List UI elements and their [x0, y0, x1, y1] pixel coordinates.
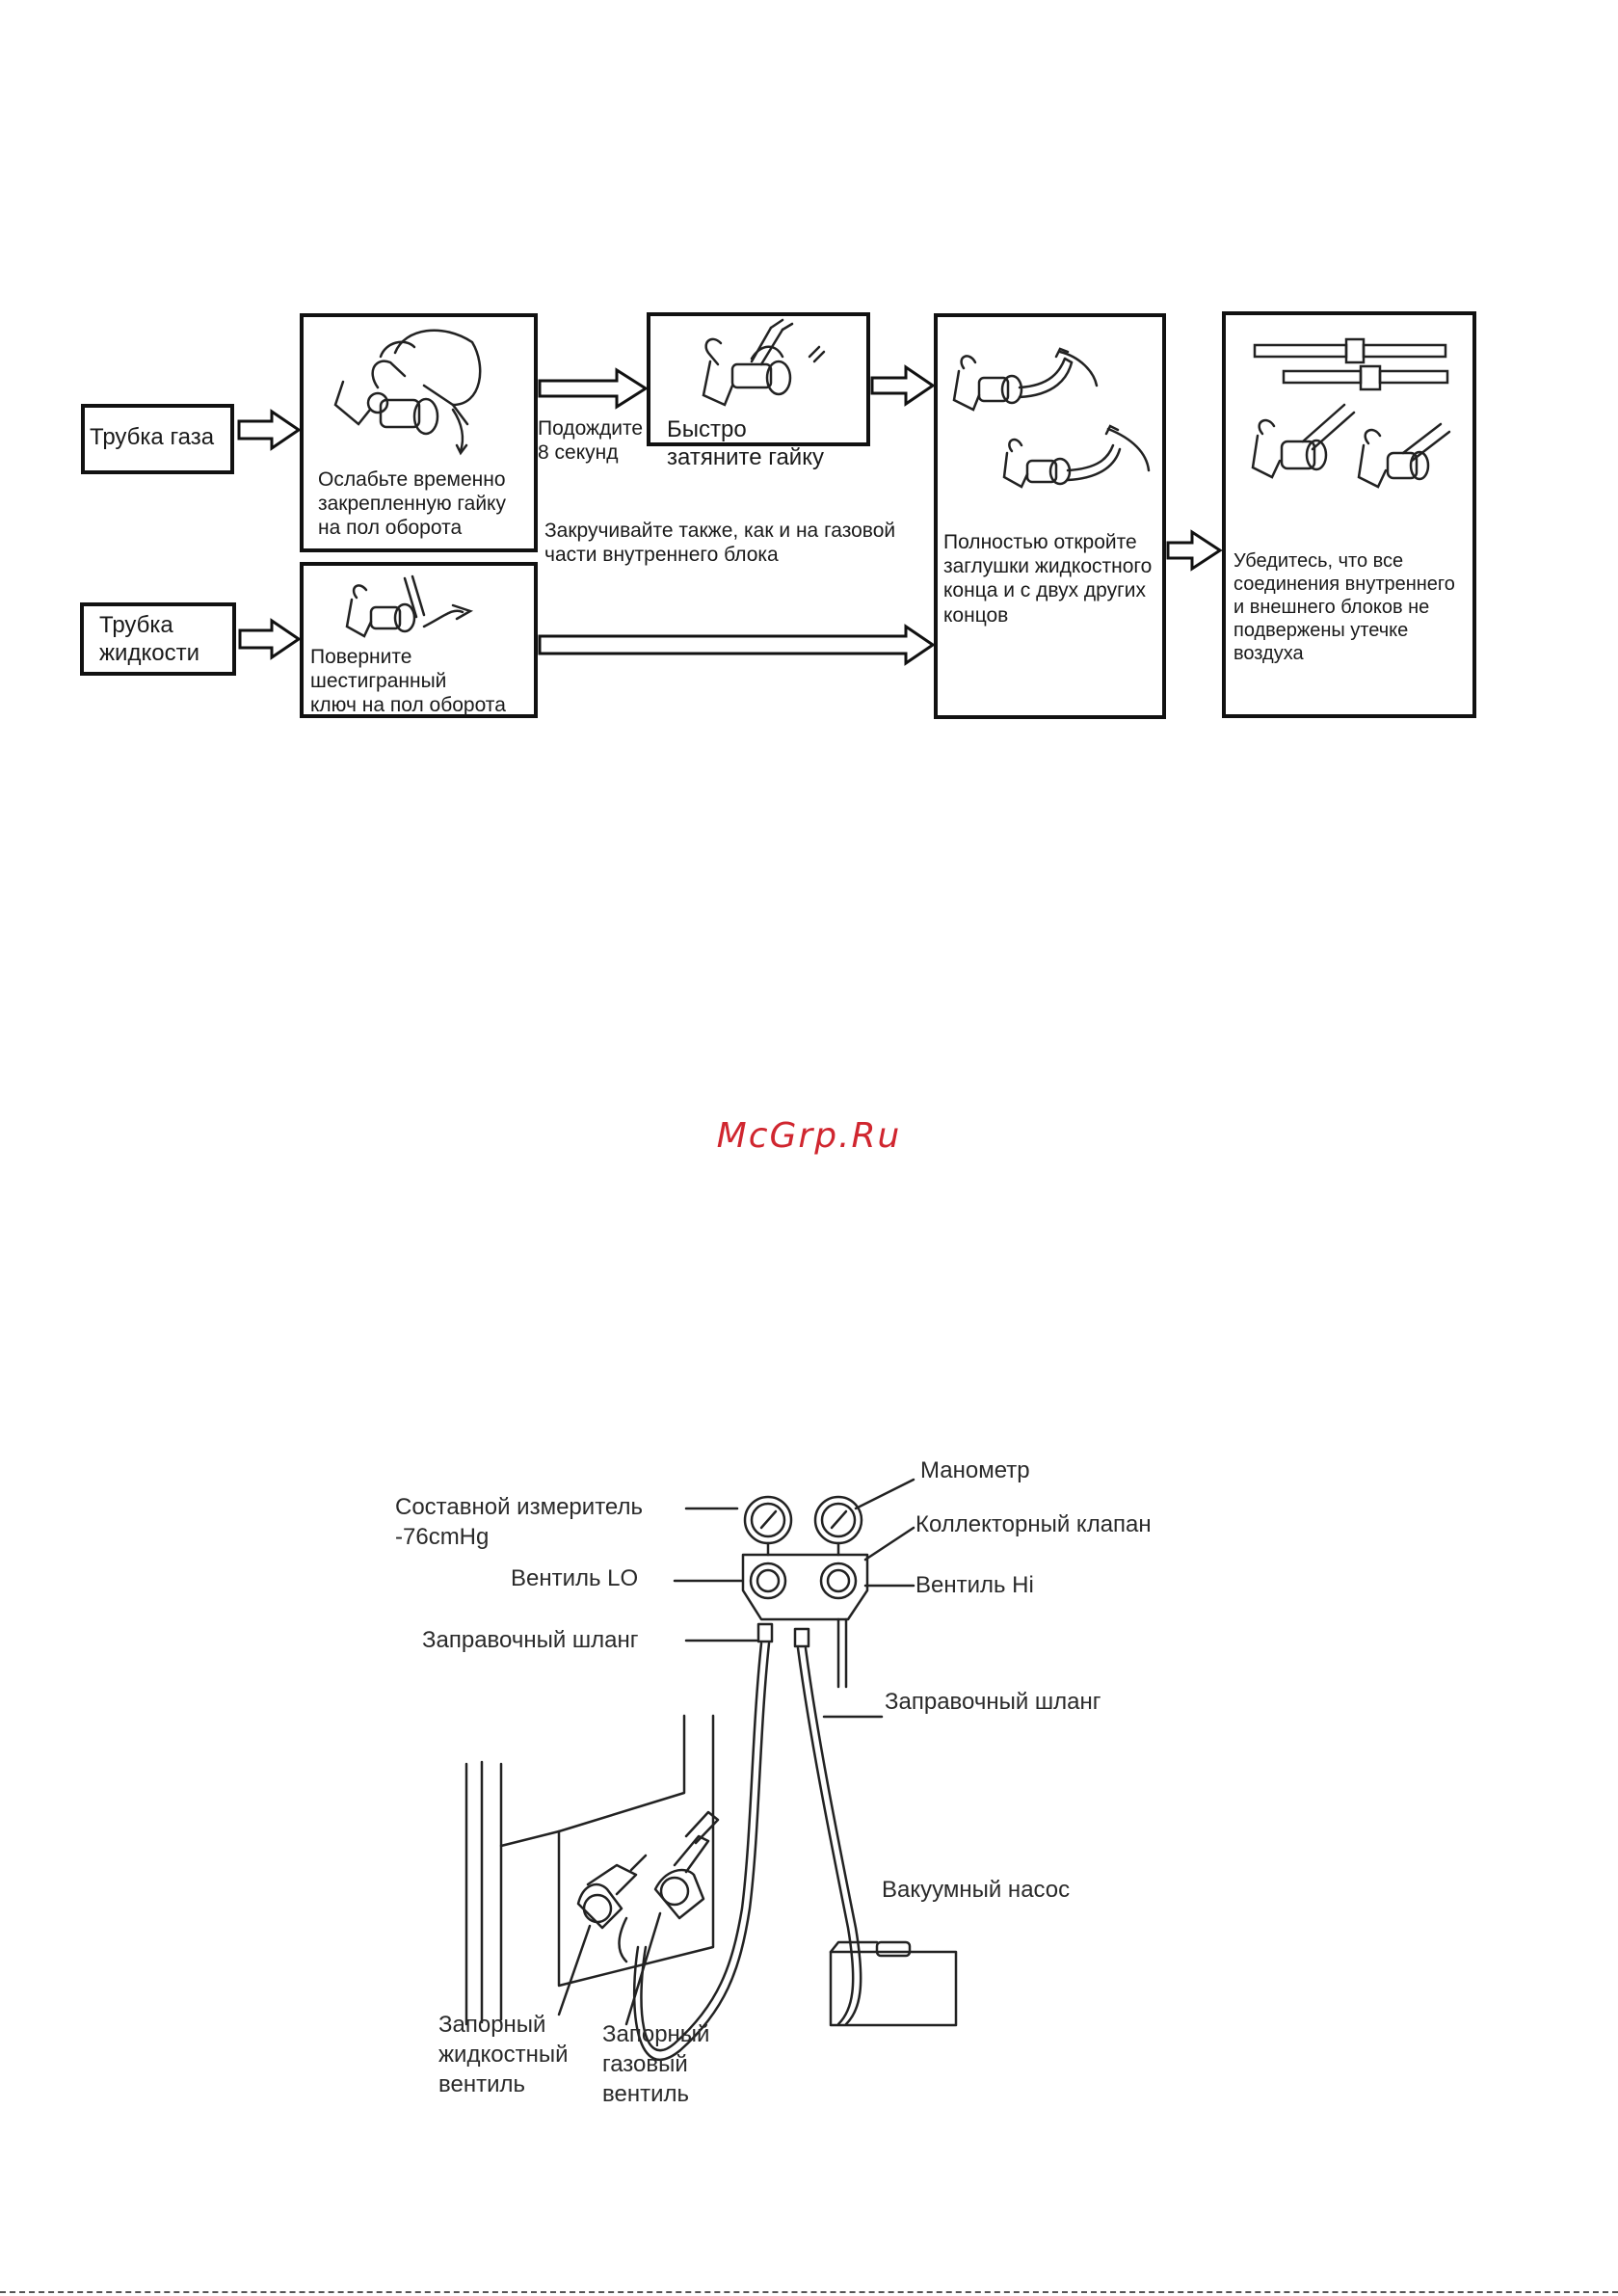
- open-caps-text: Полностью откройте заглушки жидкостного …: [943, 531, 1153, 627]
- check-leak-box: [1222, 311, 1476, 718]
- compound-gauge-label: Составной измеритель -76cmHg: [395, 1494, 643, 1551]
- hand-loosen-illustration: [333, 329, 482, 456]
- tighten-nut-text: Быстро затяните гайку: [667, 416, 824, 470]
- pressure-gauge: [813, 1495, 863, 1545]
- arrow-tighten-to-open: [870, 364, 936, 407]
- liquid-pipe-box: [80, 602, 236, 676]
- manometer-label: Манометр: [920, 1457, 1030, 1483]
- hexkey-turn-illustration: [345, 574, 474, 638]
- hose-right-label: Заправочный шланг: [885, 1689, 1101, 1715]
- gas-pipe-box: [81, 404, 234, 474]
- arrow-gas-to-loosen: [237, 409, 302, 451]
- hose-left: [640, 1642, 763, 2052]
- tighten-nut-box: [647, 312, 870, 446]
- turn-key-text: Поверните шестигранный ключ на пол оборо…: [310, 646, 506, 717]
- flow-diagram: [80, 311, 1476, 719]
- valve-hi-label: Вентиль Hi: [915, 1572, 1034, 1598]
- check-connections-illustration: [1251, 337, 1451, 489]
- arrow-open-to-check: [1166, 529, 1223, 572]
- arrow-liquid-to-turn: [238, 618, 302, 660]
- loosen-nut-box: [300, 313, 538, 552]
- liquid-pipe-label: Трубка жидкости: [99, 612, 199, 666]
- loosen-nut-text: Ослабьте временно закрепленную гайку на …: [318, 468, 506, 540]
- wait-text: Подождите 8 секунд: [538, 417, 644, 465]
- hose-left-label: Заправочный шланг: [422, 1627, 639, 1653]
- open-caps-box: [934, 313, 1166, 719]
- vacuum-pump-label: Вакуумный насос: [882, 1877, 1071, 1903]
- same-as-indoor-note: Закручивайте также, как и на газовой час…: [544, 520, 896, 567]
- gas-service-valve: [653, 1868, 705, 1920]
- page-bottom-divider: [0, 2291, 1618, 2293]
- manifold-valve-label: Коллекторный клапан: [915, 1511, 1152, 1537]
- gas-valve-label: Запорный газовый вентиль: [602, 2021, 710, 2108]
- valve-lo-label: Вентиль LO: [511, 1565, 639, 1591]
- arrow-loosen-to-tighten: [538, 367, 649, 410]
- arrow-turn-to-open: [538, 624, 936, 666]
- turn-key-box: [300, 562, 538, 718]
- open-caps-illustration: [952, 347, 1151, 489]
- wrench-tighten-illustration: [702, 318, 826, 407]
- check-leak-text: Убедитесь, что все соединения внутреннег…: [1233, 550, 1455, 664]
- liquid-service-valve: [576, 1882, 623, 1930]
- manifold-body: [741, 1553, 869, 1621]
- vacuum-pump: [829, 1950, 958, 2027]
- hose-right: [796, 1646, 855, 2026]
- compound-gauge: [743, 1495, 793, 1545]
- liquid-valve-label: Запорный жидкостный вентиль: [438, 2012, 569, 2098]
- gas-pipe-label: Трубка газа: [90, 424, 215, 450]
- watermark: McGrp.Ru: [716, 1116, 902, 1156]
